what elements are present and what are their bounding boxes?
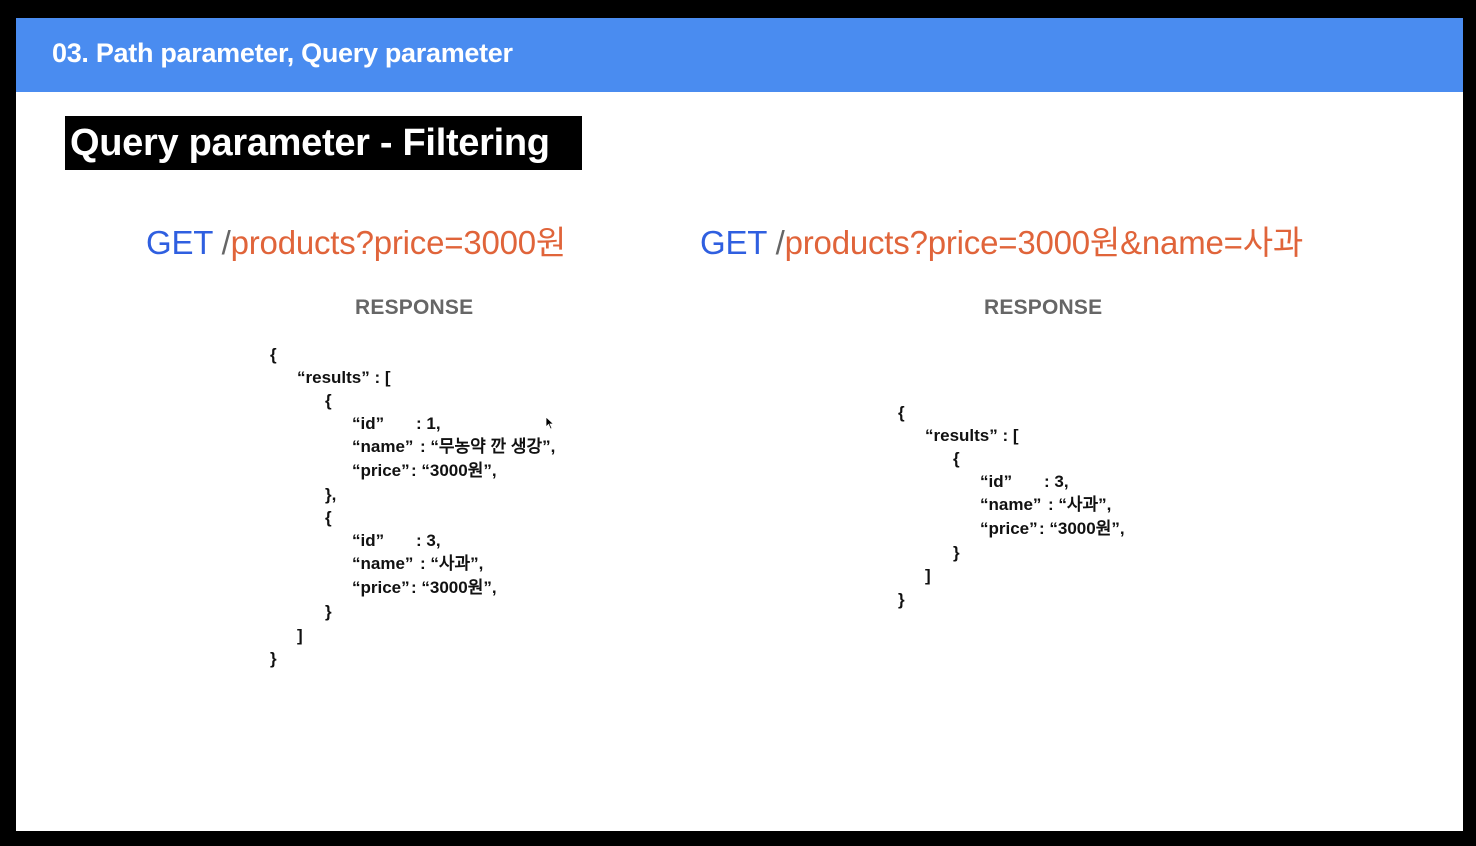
json-line: “name” : “사과”, — [352, 552, 483, 575]
header-title: 03. Path parameter, Query parameter — [52, 38, 513, 68]
right-endpoint: GET /products?price=3000원&name=사과 — [700, 216, 1303, 264]
json-line: { — [953, 449, 960, 468]
json-value: : 3, — [1044, 472, 1069, 491]
section-title: Query parameter - Filtering — [65, 116, 582, 170]
json-line: } — [953, 543, 960, 562]
left-path: /products?price=3000원 — [221, 224, 567, 261]
json-line: “price”: “3000원”, — [352, 576, 497, 599]
json-line: “results” : [ — [925, 426, 1019, 445]
slide-header: 03. Path parameter, Query parameter — [16, 18, 1463, 92]
json-key: “id” — [980, 472, 1013, 491]
json-line: “name” : “사과”, — [980, 493, 1111, 516]
json-line: { — [270, 345, 277, 364]
json-value: : 1, — [416, 414, 441, 433]
json-line: “id” : 3, — [352, 529, 441, 552]
json-line: “results” : [ — [297, 368, 391, 387]
json-key: “price” — [980, 519, 1038, 538]
json-value: : “3000원”, — [411, 461, 497, 480]
right-method: GET — [700, 224, 767, 261]
json-key: “id” — [352, 531, 385, 550]
json-line: “id” : 3, — [980, 470, 1069, 493]
json-key: “name” — [352, 554, 414, 573]
left-endpoint: GET /products?price=3000원 — [146, 216, 566, 264]
json-line: } — [270, 649, 277, 668]
json-key: “name” — [980, 495, 1042, 514]
slide: 03. Path parameter, Query parameter Quer… — [16, 18, 1463, 831]
json-value: : “무농약 깐 생강”, — [420, 437, 556, 456]
right-path: /products?price=3000원&name=사과 — [775, 224, 1304, 261]
json-key: “price” — [352, 461, 410, 480]
json-value: : 3, — [416, 531, 441, 550]
json-line: “id” : 1, — [352, 412, 441, 435]
json-key: “name” — [352, 437, 414, 456]
json-value: : “3000원”, — [411, 578, 497, 597]
json-line: “name” : “무농약 깐 생강”, — [352, 435, 555, 458]
json-value: : “사과”, — [420, 554, 484, 573]
json-line: { — [325, 508, 332, 527]
mouse-cursor-icon — [545, 416, 555, 430]
json-key: “price” — [352, 578, 410, 597]
path-slash: / — [775, 224, 785, 261]
json-line: }, — [325, 485, 337, 504]
right-response-label: RESPONSE — [984, 296, 1103, 319]
json-value: : “사과”, — [1048, 495, 1112, 514]
json-line: ] — [925, 566, 931, 585]
json-line: { — [325, 391, 332, 410]
left-response-label: RESPONSE — [355, 296, 474, 319]
json-key: “id” — [352, 414, 385, 433]
left-method: GET — [146, 224, 213, 261]
json-value: : “3000원”, — [1039, 519, 1125, 538]
json-line: “price”: “3000원”, — [980, 517, 1125, 540]
json-line: } — [898, 590, 905, 609]
json-line: } — [325, 602, 332, 621]
json-line: “price”: “3000원”, — [352, 459, 497, 482]
json-line: { — [898, 403, 905, 422]
json-line: ] — [297, 626, 303, 645]
path-slash: / — [221, 224, 231, 261]
